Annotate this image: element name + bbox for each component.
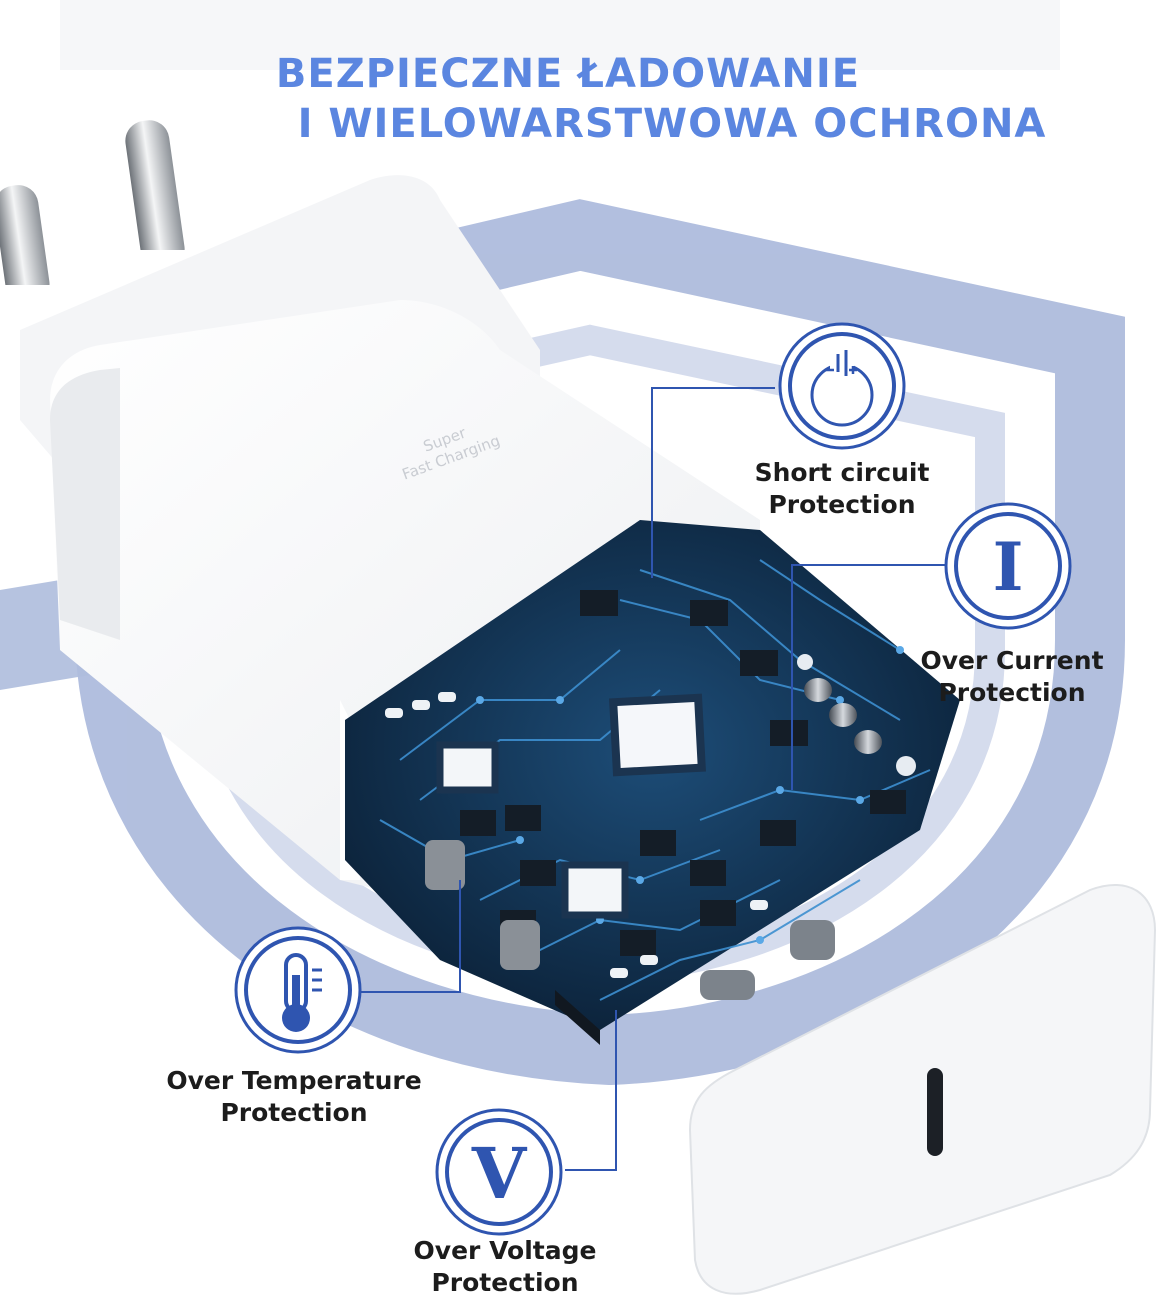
current-icon: I bbox=[944, 502, 1072, 630]
svg-text:I: I bbox=[993, 528, 1024, 606]
heading-line2: I WIELOWARSTWOWA OCHRONA bbox=[297, 101, 1047, 147]
voltage-icon: V bbox=[435, 1108, 563, 1236]
transformer-cylinders bbox=[425, 840, 835, 1000]
over-voltage-label: Over Voltage Protection bbox=[413, 1236, 597, 1297]
over-current-label: Over Current Protection bbox=[920, 646, 1104, 707]
charger-front-face bbox=[688, 884, 1156, 1295]
circuit-board bbox=[345, 520, 960, 1045]
short-circuit-icon bbox=[778, 322, 906, 450]
svg-text:V: V bbox=[471, 1132, 528, 1215]
chips bbox=[436, 590, 906, 956]
background-haze bbox=[60, 0, 1060, 70]
short-circuit-label: Short circuit Protection bbox=[754, 458, 930, 519]
callout-lines bbox=[360, 387, 946, 1171]
capacitors bbox=[797, 654, 916, 776]
thermometer-icon bbox=[234, 926, 362, 1054]
over-temperature-label: Over Temperature Protection bbox=[166, 1066, 422, 1127]
heading-line1: BEZPIECZNE ŁADOWANIE bbox=[275, 51, 861, 97]
usb-c-port bbox=[927, 1068, 943, 1156]
